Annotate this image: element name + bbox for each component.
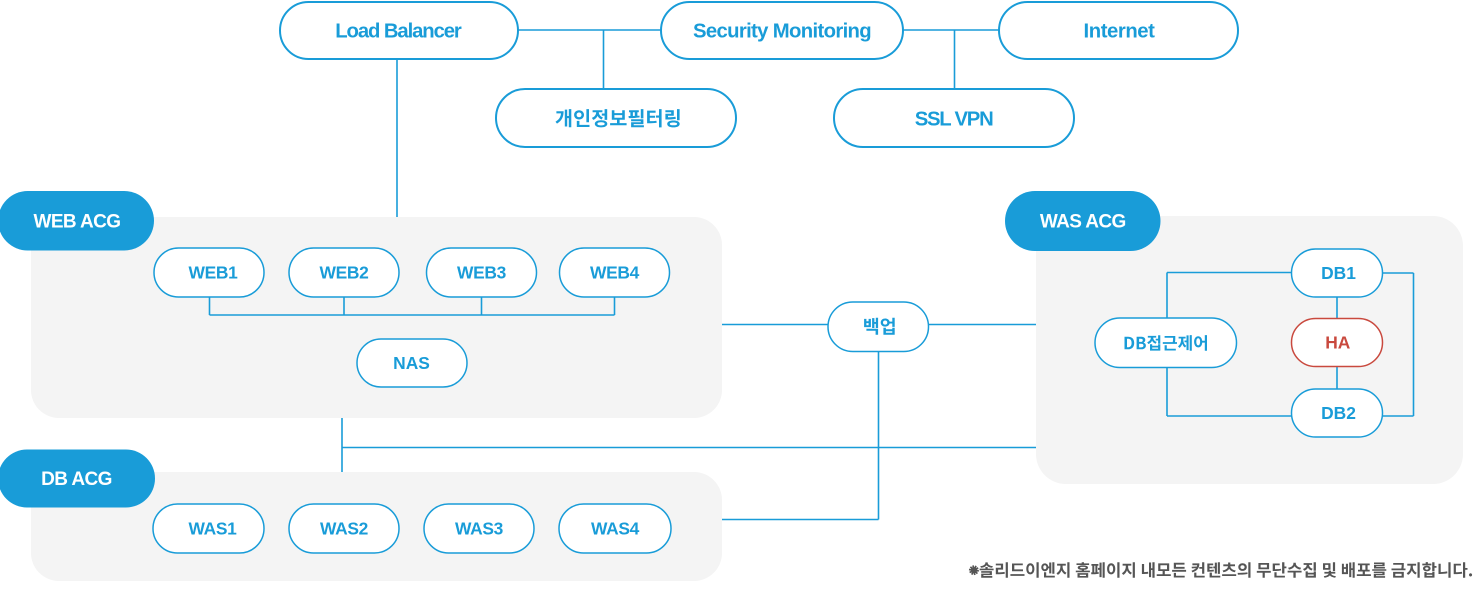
svg-text:WAS4: WAS4 — [591, 519, 640, 539]
svg-text:WAS2: WAS2 — [320, 519, 368, 539]
svg-text:HA: HA — [1325, 333, 1351, 353]
svg-text:Load Balancer: Load Balancer — [335, 21, 462, 43]
svg-text:DB1: DB1 — [1321, 263, 1356, 283]
svg-text:WEB4: WEB4 — [590, 263, 640, 283]
svg-text:WEB3: WEB3 — [457, 263, 507, 283]
svg-text:DB ACG: DB ACG — [41, 469, 112, 490]
svg-text:Internet: Internet — [1084, 21, 1156, 43]
svg-text:WAS ACG: WAS ACG — [1040, 212, 1126, 233]
svg-text:SSL VPN: SSL VPN — [915, 109, 993, 131]
svg-text:NAS: NAS — [393, 353, 430, 373]
svg-text:DB2: DB2 — [1321, 403, 1356, 423]
svg-text:WAS3: WAS3 — [455, 519, 504, 539]
svg-text:Security Monitoring: Security Monitoring — [693, 21, 871, 43]
svg-text:WAS1: WAS1 — [188, 519, 237, 539]
svg-text:WEB ACG: WEB ACG — [34, 211, 121, 232]
svg-text:WEB2: WEB2 — [319, 263, 368, 283]
svg-text:WEB1: WEB1 — [188, 263, 238, 283]
